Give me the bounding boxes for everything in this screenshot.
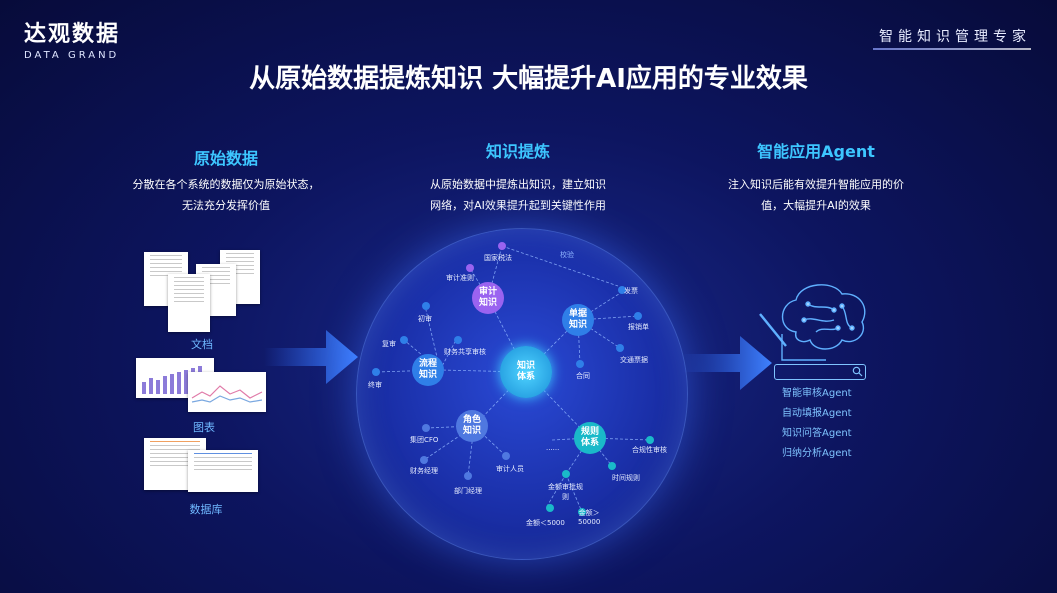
label-finance-manager: 财务经理 — [410, 467, 438, 475]
document-knowledge-node: 单据 知识 — [562, 304, 594, 336]
agent-search-bar — [774, 364, 866, 380]
agent-desc-line: 值，大幅提升AI的效果 — [761, 199, 871, 212]
label-transport: 交通票据 — [620, 356, 648, 364]
label-amount-lt5000: 金额＜5000 — [526, 519, 565, 527]
caption-charts: 图表 — [193, 421, 215, 434]
spreadsheet-thumbnail — [188, 450, 258, 492]
knowledge-graph-globe — [356, 228, 688, 560]
label-audit-rule: 审计准则 — [446, 274, 474, 282]
graph-leaf-dot — [562, 470, 570, 478]
agent-item-autofill: 自动填报Agent — [782, 408, 852, 419]
graph-leaf-dot — [422, 424, 430, 432]
raw-data-title: 原始数据 — [193, 149, 258, 168]
graph-leaf-dot — [646, 436, 654, 444]
caption-documents: 文档 — [191, 338, 213, 351]
graph-leaf-dot — [422, 302, 430, 310]
raw-data-desc: 分散在各个系统的数据仅为原始状态， 无法充分发挥价值 — [106, 174, 346, 216]
label-first-review: 初审 — [418, 315, 432, 323]
label-auditor: 审计人员 — [496, 465, 524, 473]
audit-knowledge-node: 审计 知识 — [472, 282, 504, 314]
graph-leaf-dot — [420, 456, 428, 464]
agent-item-qa: 知识问答Agent — [782, 428, 852, 439]
rule-system-node: 规则 体系 — [574, 422, 606, 454]
knowledge-desc: 从原始数据中提炼出知识，建立知识 网络，对AI效果提升起到关键性作用 — [398, 174, 638, 216]
agent-item-audit: 智能审核Agent — [782, 388, 852, 399]
graph-leaf-dot — [400, 336, 408, 344]
arrow-right-icon — [682, 336, 772, 390]
label-verify: 校验 — [560, 251, 574, 259]
agent-item-analysis: 归纳分析Agent — [782, 448, 852, 459]
document-stack — [140, 248, 264, 334]
label-contract: 合同 — [576, 372, 590, 380]
arrow-right-icon — [264, 330, 358, 384]
brand-name-cn: 达观数据 — [24, 22, 121, 47]
brand-logo: 达观数据 DATA GRAND — [24, 16, 120, 61]
label-final-review: 终审 — [368, 381, 382, 389]
graph-leaf-dot — [546, 504, 554, 512]
graph-leaf-dot — [454, 336, 462, 344]
label-time-rule: 时间规则 — [612, 474, 640, 482]
label-cfo: 集团CFO — [410, 436, 439, 444]
label-ellipsis: ...... — [546, 444, 560, 452]
role-knowledge-node: 角色 知识 — [456, 410, 488, 442]
label-shared-review: 财务共享审核 — [444, 348, 486, 356]
graph-leaf-dot — [616, 344, 624, 352]
graph-leaf-dot — [372, 368, 380, 376]
page-title: 从原始数据提炼知识 大幅提升AI应用的专业效果 — [249, 64, 808, 94]
knowledge-desc-line: 网络，对AI效果提升起到关键性作用 — [430, 199, 606, 212]
database-thumbnails — [144, 438, 260, 494]
knowledge-title: 知识提炼 — [485, 142, 550, 161]
knowledge-system-hub: 知识 体系 — [500, 346, 552, 398]
graph-leaf-dot — [466, 264, 474, 272]
raw-desc-line: 无法充分发挥价值 — [182, 199, 270, 212]
document-page — [168, 274, 210, 332]
line-chart-thumbnail — [188, 372, 266, 412]
search-icon — [852, 366, 863, 377]
graph-leaf-dot — [576, 360, 584, 368]
label-amount-rule: 金额审批规 则 — [548, 483, 583, 501]
brain-icon — [759, 284, 866, 361]
agent-title: 智能应用Agent — [757, 142, 875, 161]
agent-desc-line: 注入知识后能有效提升智能应用的价 — [728, 178, 904, 191]
slogan-underline — [873, 48, 1031, 50]
agent-desc: 注入知识后能有效提升智能应用的价 值，大幅提升AI的效果 — [696, 174, 936, 216]
line-chart-icon — [191, 385, 263, 403]
graph-leaf-dot — [498, 242, 506, 250]
knowledge-desc-line: 从原始数据中提炼出知识，建立知识 — [430, 178, 606, 191]
brand-name-en: DATA GRAND — [24, 50, 120, 61]
graph-leaf-dot — [634, 312, 642, 320]
graph-leaf-dot — [608, 462, 616, 470]
label-invoice: 发票 — [624, 287, 638, 295]
label-law: 国家税法 — [484, 254, 512, 262]
graph-leaf-dot — [578, 508, 586, 516]
agent-list: 智能审核Agent 自动填报Agent 知识问答Agent 归纳分析Agent — [768, 384, 888, 464]
graph-leaf-dot — [618, 286, 626, 294]
label-dept-manager: 部门经理 — [454, 487, 482, 495]
process-knowledge-node: 流程 知识 — [412, 354, 444, 386]
label-amount-gt50000: 金额＞ 50000 — [578, 509, 601, 526]
chart-thumbnails — [134, 358, 268, 414]
caption-databases: 数据库 — [189, 503, 223, 516]
label-expense: 报销单 — [628, 323, 649, 331]
graph-leaf-dot — [464, 472, 472, 480]
graph-leaf-dot — [502, 452, 510, 460]
slogan: 智能知识管理专家 — [879, 29, 1031, 45]
label-compliance: 合规性审核 — [632, 446, 667, 454]
raw-desc-line: 分散在各个系统的数据仅为原始状态， — [132, 178, 320, 191]
label-second-review: 复审 — [382, 340, 396, 348]
